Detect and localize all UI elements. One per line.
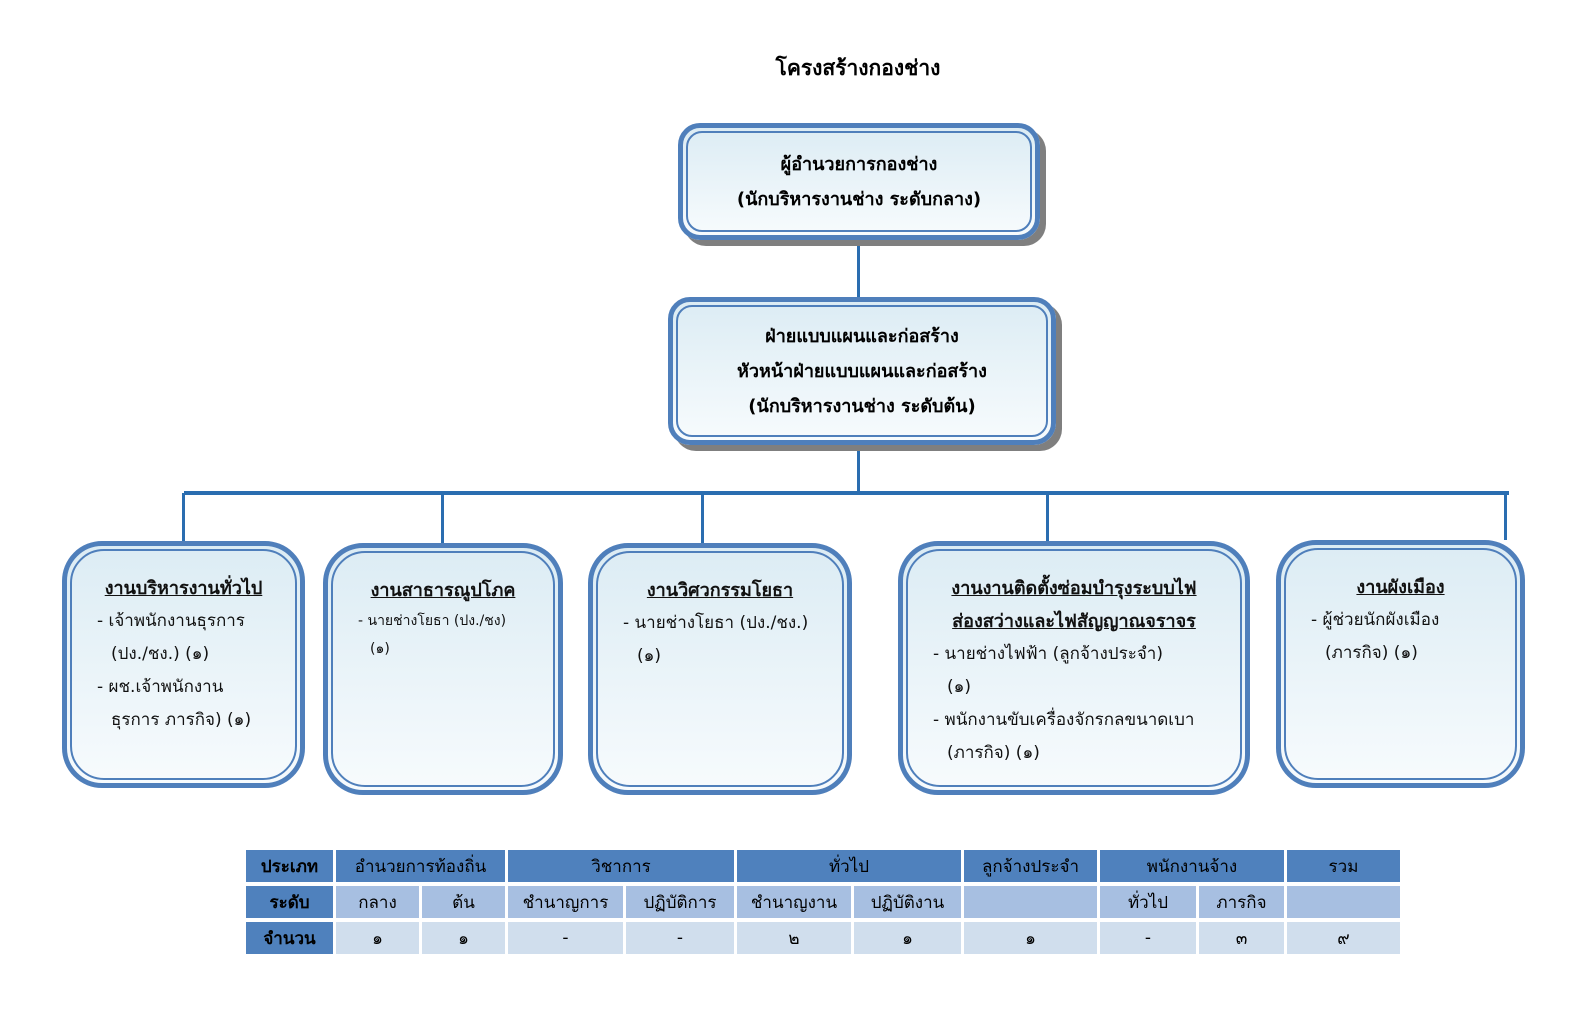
connector xyxy=(1046,493,1049,541)
table-cell: ระดับ xyxy=(246,886,333,918)
unit-item: (๑) xyxy=(370,641,390,657)
table-cell: - xyxy=(508,922,623,954)
table-cell: พนักงานจ้าง xyxy=(1100,850,1284,882)
unit-item: - ผช.เจ้าพนักงาน xyxy=(97,677,224,697)
unit-item: - เจ้าพนักงานธุรการ xyxy=(97,611,245,631)
table-cell: ทั่วไป xyxy=(1100,886,1196,918)
chart-title: โครงสร้างกองช่าง xyxy=(775,56,941,80)
connector xyxy=(1504,493,1507,540)
connector xyxy=(857,430,860,494)
table-row-level: ระดับ กลาง ต้น ชำนาญการ ปฏิบัติการ ชำนาญ… xyxy=(246,886,1400,918)
table-cell: ๑ xyxy=(336,922,419,954)
table-cell: ปฏิบัติการ xyxy=(626,886,734,918)
table-row-count: จำนวน ๑ ๑ - - ๒ ๑ ๑ - ๓ ๙ xyxy=(246,922,1400,954)
unit-heading: งานบริหารงานทั่วไป xyxy=(104,578,263,599)
table-cell: ภารกิจ xyxy=(1199,886,1284,918)
table-cell: ๑ xyxy=(964,922,1097,954)
unit-item: (๑) xyxy=(637,646,662,666)
staff-summary-table: ประเภท อำนวยการท้องถิ่น วิชาการ ทั่วไป ล… xyxy=(243,846,1403,958)
table-cell: ๒ xyxy=(737,922,851,954)
table-cell: กลาง xyxy=(336,886,419,918)
unit-item: - พนักงานขับเครื่องจักรกลขนาดเบา xyxy=(933,710,1195,730)
connector xyxy=(182,493,185,541)
table-cell xyxy=(964,886,1097,918)
table-header-row: ประเภท อำนวยการท้องถิ่น วิชาการ ทั่วไป ล… xyxy=(246,850,1400,882)
unit-item: ธุรการ ภารกิจ) (๑) xyxy=(111,710,252,730)
table-cell: - xyxy=(1100,922,1196,954)
unit-item: - ผู้ช่วยนักผังเมือง xyxy=(1311,610,1440,630)
unit-box-city-planning: งานผังเมือง - ผู้ช่วยนักผังเมือง (ภารกิจ… xyxy=(1276,540,1525,788)
division-position: (นักบริหารงานช่าง ระดับต้น) xyxy=(748,395,976,417)
table-cell: อำนวยการท้องถิ่น xyxy=(336,850,505,882)
unit-box-lighting-maintenance: งานงานติดตั้งซ่อมบำรุงระบบไฟ ส่องสว่างแล… xyxy=(898,541,1250,795)
table-cell: ชำนาญการ xyxy=(508,886,623,918)
table-cell: ปฏิบัติงาน xyxy=(854,886,961,918)
table-cell: ลูกจ้างประจำ xyxy=(964,850,1097,882)
unit-item: (๑) xyxy=(947,677,972,697)
table-cell: รวม xyxy=(1287,850,1400,882)
table-cell: ต้น xyxy=(422,886,505,918)
unit-item: - นายช่างไฟฟ้า (ลูกจ้างประจำ) xyxy=(933,644,1163,664)
director-title: ผู้อำนวยการกองช่าง xyxy=(780,153,938,175)
table-cell: - xyxy=(626,922,734,954)
connector xyxy=(441,493,444,543)
director-position: (นักบริหารงานช่าง ระดับกลาง) xyxy=(736,188,982,210)
unit-heading: งานสาธารณูปโภค xyxy=(370,580,516,601)
unit-heading: งานผังเมือง xyxy=(1356,577,1445,598)
table-cell: วิชาการ xyxy=(508,850,734,882)
division-title: ฝ่ายแบบแผนและก่อสร้าง xyxy=(765,325,959,347)
connector xyxy=(857,232,860,302)
director-box: ผู้อำนวยการกองช่าง (นักบริหารงานช่าง ระด… xyxy=(678,123,1040,240)
table-cell: ๑ xyxy=(422,922,505,954)
unit-heading: งานงานติดตั้งซ่อมบำรุงระบบไฟ xyxy=(951,578,1197,599)
unit-heading-line2: ส่องสว่างและไฟสัญญาณจราจร xyxy=(952,611,1196,632)
unit-item: (ปง./ชง.) (๑) xyxy=(111,644,210,664)
unit-item: - นายช่างโยธา (ปง./ชง) xyxy=(358,613,507,629)
table-cell: ๓ xyxy=(1199,922,1284,954)
division-box: ฝ่ายแบบแผนและก่อสร้าง หัวหน้าฝ่ายแบบแผนแ… xyxy=(668,297,1056,445)
table-cell: ๑ xyxy=(854,922,961,954)
table-cell: ชำนาญงาน xyxy=(737,886,851,918)
connector xyxy=(701,493,704,543)
division-head: หัวหน้าฝ่ายแบบแผนและก่อสร้าง xyxy=(737,360,987,382)
connector-horizontal xyxy=(184,491,1509,495)
table-cell xyxy=(1287,886,1400,918)
unit-heading: งานวิศวกรรมโยธา xyxy=(646,580,794,601)
table-cell: ประเภท xyxy=(246,850,333,882)
table-cell: ๙ xyxy=(1287,922,1400,954)
table-cell: จำนวน xyxy=(246,922,333,954)
table-cell: ทั่วไป xyxy=(737,850,961,882)
unit-item: (ภารกิจ) (๑) xyxy=(1325,643,1418,663)
unit-box-utilities: งานสาธารณูปโภค - นายช่างโยธา (ปง./ชง) (๑… xyxy=(323,543,563,795)
unit-item: - นายช่างโยธา (ปง./ชง.) xyxy=(623,613,809,633)
unit-item: (ภารกิจ) (๑) xyxy=(947,743,1040,763)
unit-box-civil-engineering: งานวิศวกรรมโยธา - นายช่างโยธา (ปง./ชง.) … xyxy=(588,543,852,795)
unit-box-general-admin: งานบริหารงานทั่วไป - เจ้าพนักงานธุรการ (… xyxy=(62,541,305,788)
